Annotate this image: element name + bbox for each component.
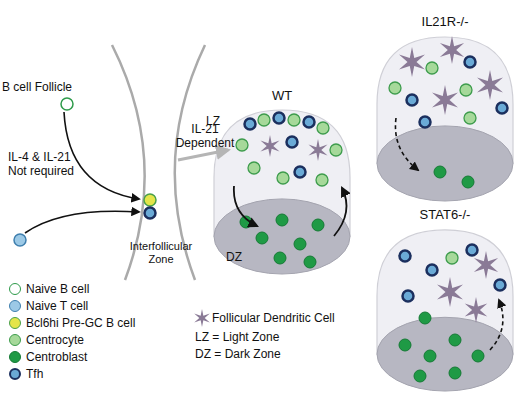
legend-swatch (9, 317, 21, 329)
germinal-center: WTLZDZ (212, 108, 352, 276)
centrocyte (248, 162, 260, 174)
follicular-dendritic-cell (399, 47, 425, 77)
dark-zone (377, 126, 513, 201)
follicular-dendritic-cell (437, 277, 463, 307)
tfh-cell (497, 103, 508, 114)
legend-swatch (9, 300, 21, 312)
legend-label: Naive B cell (26, 282, 89, 296)
cycle-arrow (334, 188, 347, 236)
centroblast (462, 176, 474, 188)
dark-zone (214, 199, 350, 274)
annotation-label: B cell Follicle (2, 80, 112, 94)
germinal-center: STAT6-/- (375, 228, 515, 393)
legend-label: Centroblast (26, 350, 87, 364)
centroblast (399, 339, 411, 351)
gc-title: WT (212, 89, 352, 103)
centroblast (449, 367, 461, 379)
centroblast (304, 256, 316, 268)
germinal-center-outline (375, 35, 515, 203)
tfh-cell (274, 113, 285, 124)
germinal-center-outline (375, 228, 515, 393)
tfh-cell (403, 291, 414, 302)
legend-swatch (9, 334, 21, 346)
cycle-arrow (395, 118, 418, 170)
cycle-arrow (490, 300, 503, 350)
legend-label: DZ = Dark Zone (195, 347, 281, 361)
naive-b-cell (61, 98, 73, 110)
migration-arrow (25, 211, 139, 233)
centrocyte (426, 62, 438, 74)
centrocyte (464, 112, 476, 124)
centrocyte (288, 114, 300, 126)
centroblast (312, 219, 324, 231)
dark-zone (377, 317, 513, 391)
centrocyte (330, 144, 342, 156)
tfh-cell (287, 137, 298, 148)
progression-arrow (178, 150, 228, 160)
tfh-cell (420, 117, 431, 128)
centrocyte (236, 139, 248, 151)
legend-label: Naive T cell (26, 299, 88, 313)
legend-swatch (9, 368, 21, 380)
centroblast (274, 252, 286, 264)
follicular-dendritic-cell (474, 251, 498, 279)
centroblast (240, 216, 252, 228)
legend-label: Tfh (26, 367, 43, 381)
tfh-cell (465, 57, 476, 68)
follicular-dendritic-cell (260, 135, 279, 157)
follicular-dendritic-cell (440, 36, 464, 64)
centroblast (414, 370, 426, 382)
legend-label: LZ = Light Zone (195, 330, 279, 344)
centrocyte (258, 114, 270, 126)
centrocyte (316, 174, 328, 186)
pre-gc-b-cell (144, 194, 156, 206)
migration-arrow (64, 112, 139, 199)
follicular-dendritic-cell (308, 139, 327, 161)
centrocyte (317, 122, 329, 134)
annotation-label: IL-4 & IL-21 Not required (8, 150, 88, 178)
legend-label: Follicular Dendritic Cell (212, 311, 335, 325)
legend-star (194, 309, 210, 327)
centroblast (472, 350, 484, 362)
legend-swatch (9, 283, 21, 295)
tfh-cell (145, 208, 156, 219)
cycle-arrow (234, 186, 257, 226)
naive-t-cell (14, 234, 26, 246)
centrocyte (389, 82, 401, 94)
gc-title: STAT6-/- (375, 208, 515, 222)
tfh-cell (407, 95, 418, 106)
zone-label: DZ (226, 250, 242, 264)
centroblast (276, 214, 288, 226)
tfh-cell (400, 251, 411, 262)
tfh-cell (295, 167, 306, 178)
follicular-dendritic-cell (465, 297, 488, 323)
centroblast (256, 232, 268, 244)
centroblast (434, 166, 446, 178)
centroblast (294, 238, 306, 250)
gc-title: IL21R-/- (375, 15, 515, 29)
centroblast (449, 334, 461, 346)
follicular-dendritic-cell (432, 85, 458, 115)
centroblast (419, 312, 431, 324)
tfh-cell (427, 265, 438, 276)
tfh-cell (245, 119, 256, 130)
tfh-cell (304, 117, 315, 128)
legend-label: Centrocyte (26, 333, 84, 347)
legend-label: Bcl6hi Pre-GC B cell (26, 316, 135, 330)
centrocyte (460, 84, 472, 96)
tfh-cell (467, 245, 478, 256)
follicular-dendritic-cell (477, 70, 503, 100)
centroblast (424, 350, 436, 362)
tfh-cell (495, 280, 506, 291)
legend-swatch (9, 351, 21, 363)
annotation-label: IL-21 Dependent (172, 122, 238, 150)
germinal-center: IL21R-/- (375, 35, 515, 203)
centrocyte (277, 172, 289, 184)
annotation-label: Interfollicular Zone (118, 240, 204, 266)
centrocyte (446, 252, 458, 264)
